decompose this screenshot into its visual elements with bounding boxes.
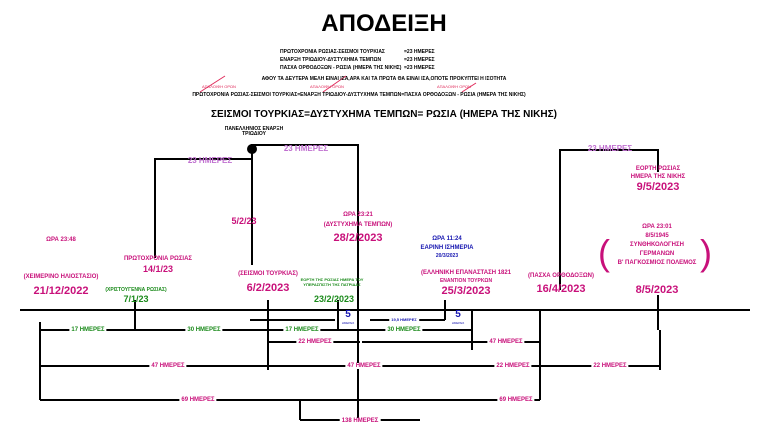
triodion-marker [247, 144, 257, 154]
equation-line-3: ΠΑΣΧΑ ΟΡΘΟΔΟΞΩΝ - ΡΩΣΙΑ (ΗΜΕΡΑ ΤΗΣ ΝΙΚΗΣ… [280, 65, 402, 71]
ru-newyear-label: ΠΡΩΤΟΧΡΟΝΙΑ ΡΩΣΙΑΣ [123, 256, 193, 262]
interval-5-b: 5 [455, 309, 461, 320]
interval-47-a: 47 ΗΜΕΡΕΣ [149, 363, 187, 369]
interval-69-a: 69 ΗΜΕΡΕΣ [179, 397, 217, 403]
quake-date: 6/2/2023 [246, 282, 290, 294]
interval-47-c: 47 ΗΜΕΡΕΣ [487, 339, 525, 345]
ru-newyear-date: 14/1/23 [142, 264, 174, 274]
fatherland-date: 23/2/2023 [313, 294, 355, 304]
surrender-line-1: ΣΥΝΘΗΚΟΛΟΓΗΣΗ [630, 242, 684, 248]
solstice-date: 21/12/2022 [33, 285, 89, 297]
interval-22-c: 22 ΗΜΕΡΕΣ [591, 363, 629, 369]
interval-5-a: 5 [345, 309, 351, 320]
interval-47-b: 47 ΗΜΕΡΕΣ [345, 363, 383, 369]
surrender-time: ΩΡΑ 23:01 [642, 224, 672, 230]
bracket-23a [154, 152, 253, 258]
victory-label: ΕΟΡΤΗ ΡΩΣΙΑΣ [635, 166, 681, 172]
quake-label: (ΣΕΙΣΜΟΙ ΤΟΥΡΚΙΑΣ) [238, 271, 298, 277]
equation-value-1: =23 ΗΜΕΡΕΣ [404, 49, 435, 55]
ru-christmas-label: (ΧΡΙΣΤΟΥΓΕΝΝΑ ΡΩΣΙΑΣ) [105, 287, 167, 293]
interval-5-b-sub: ΗΜΕΡΕΣ [451, 321, 465, 325]
strike-note-2: ΑΠΑΛΟΙΦΗ ΟΡΩΝ [310, 84, 344, 89]
equinox-date: 20/3/2023 [435, 253, 459, 259]
strike-mark [199, 75, 226, 93]
triodion-date: 5/2/23 [231, 216, 257, 226]
conclusion-text: ΣΕΙΣΜΟΙ ΤΟΥΡΚΙΑΣ=ΔΥΣΤΥΧΗΜΑ ΤΕΜΠΩΝ= ΡΩΣΙΑ… [211, 109, 557, 120]
equation-value-3: =23 ΗΜΕΡΕΣ [404, 65, 435, 71]
interval-5-a-sub: ΗΜΕΡΕΣ [341, 321, 355, 325]
victory-sub: ΗΜΕΡΑ ΤΗΣ ΝΙΚΗΣ [630, 174, 686, 180]
easter-label: (ΠΑΣΧΑ ΟΡΘΟΔΟΞΩΝ) [528, 273, 594, 279]
fatherland-label: ΕΟΡΤΗ ΤΗΣ ΡΩΣΙΑΣ ΗΜΕΡΑ ΤΟΥ ΥΠΕΡΑΣΠΙΣΤΗ Τ… [300, 277, 364, 287]
interval-30-a: 30 ΗΜΕΡΕΣ [185, 327, 223, 333]
surrender-date: 8/5/2023 [635, 284, 679, 296]
interval-30-b: 30 ΗΜΕΡΕΣ [385, 327, 423, 333]
interval-23-a: 23 ΗΜΕΡΕΣ [187, 156, 233, 165]
interval-69-b: 69 ΗΜΕΡΕΣ [497, 397, 535, 403]
interval-138: 138 ΗΜΕΡΕΣ [339, 418, 381, 424]
interval-17-b: 17 ΗΜΕΡΕΣ [283, 327, 321, 333]
interval-23-b: 23 ΗΜΕΡΕΣ [283, 144, 329, 153]
revolution-label: (ΕΛΛΗΝΙΚΗ ΕΠΑΝΑΣΤΑΣΗ 1821 [420, 270, 512, 276]
victory-date: 9/5/2023 [636, 181, 680, 193]
interval-19-5: 19,5 ΗΜΕΡΕΣ [389, 317, 419, 322]
interval-22-a: 22 ΗΜΕΡΕΣ [296, 339, 334, 345]
page-title: ΑΠΟΔΕΙΞΗ [321, 10, 447, 37]
equinox-time: ΩΡΑ 11:24 [432, 236, 462, 242]
solstice-time: ΩΡΑ 23:48 [46, 237, 76, 243]
triodion-label: ΠΑΝΕΛΛΗΝΙΟΣ ΕΝΑΡΞΗ ΤΡΙΩΔΙΟΥ [224, 126, 284, 137]
easter-date: 16/4/2023 [536, 283, 586, 295]
solstice-label: (ΧΕΙΜΕΡΙΝΟ ΗΛΙΟΣΤΑΣΙΟ) [23, 274, 99, 280]
tempi-label: (ΔΥΣΤΥΧΗΜΑ ΤΕΜΠΩΝ) [323, 222, 393, 228]
strike-note-3: ΑΠΑΛΟΙΦΗ ΟΡΩΝ [437, 84, 471, 89]
paren-left: ( [598, 232, 610, 273]
strike-mark [322, 75, 347, 93]
equality-line: ΠΡΩΤΟΧΡΟΝΙΑ ΡΩΣΙΑΣ-ΣΕΙΣΜΟΙ ΤΟΥΡΚΙΑΣ=ΕΝΑΡ… [192, 92, 526, 98]
surrender-line-3: Β' ΠΑΓΚΟΣΜΙΟΣ ΠΟΛΕΜΟΣ [617, 260, 697, 266]
interval-17-a: 17 ΗΜΕΡΕΣ [69, 327, 107, 333]
ru-christmas-date: 7/1/23 [123, 294, 149, 304]
equation-line-1: ΠΡΩΤΟΧΡΟΝΙΑ ΡΩΣΙΑΣ-ΣΕΙΣΜΟΙ ΤΟΥΡΚΙΑΣ [280, 49, 385, 55]
surrender-date-small: 8/5/1945 [645, 233, 669, 239]
revolution-date: 25/3/2023 [441, 285, 491, 297]
bracket-23c [559, 149, 659, 290]
paren-right: ) [700, 232, 712, 273]
reasoning-text: ΑΦΟΥ ΤΑ ΔΕΥΤΕΡΑ ΜΕΛΗ ΕΙΝΑΙ ΙΣΑ,ΑΡΑ ΚΑΙ Τ… [261, 76, 507, 82]
tempi-time: ΩΡΑ 23:21 [343, 212, 373, 218]
revolution-sub: ΕΝΑΝΤΙΟΝ ΤΟΥΡΚΩΝ [439, 278, 493, 284]
tempi-date: 28/2/2023 [333, 232, 383, 244]
surrender-line-2: ΓΕΡΜΑΝΩΝ [639, 251, 675, 257]
interval-23-c: 23 ΗΜΕΡΕΣ [587, 144, 633, 153]
strike-note-1: ΑΠΑΛΟΙΦΗ ΟΡΩΝ [202, 84, 236, 89]
equinox-label: ΕΑΡΙΝΗ ΙΣΗΜΕΡΙΑ [420, 245, 474, 251]
equation-value-2: =23 ΗΜΕΡΕΣ [404, 57, 435, 63]
equation-line-2: ΕΝΑΡΞΗ ΤΡΙΩΔΙΟΥ-ΔΥΣΤΥΧΗΜΑ ΤΕΜΠΩΝ [280, 57, 382, 63]
strike-mark [461, 82, 477, 93]
interval-22-b: 22 ΗΜΕΡΕΣ [494, 363, 532, 369]
